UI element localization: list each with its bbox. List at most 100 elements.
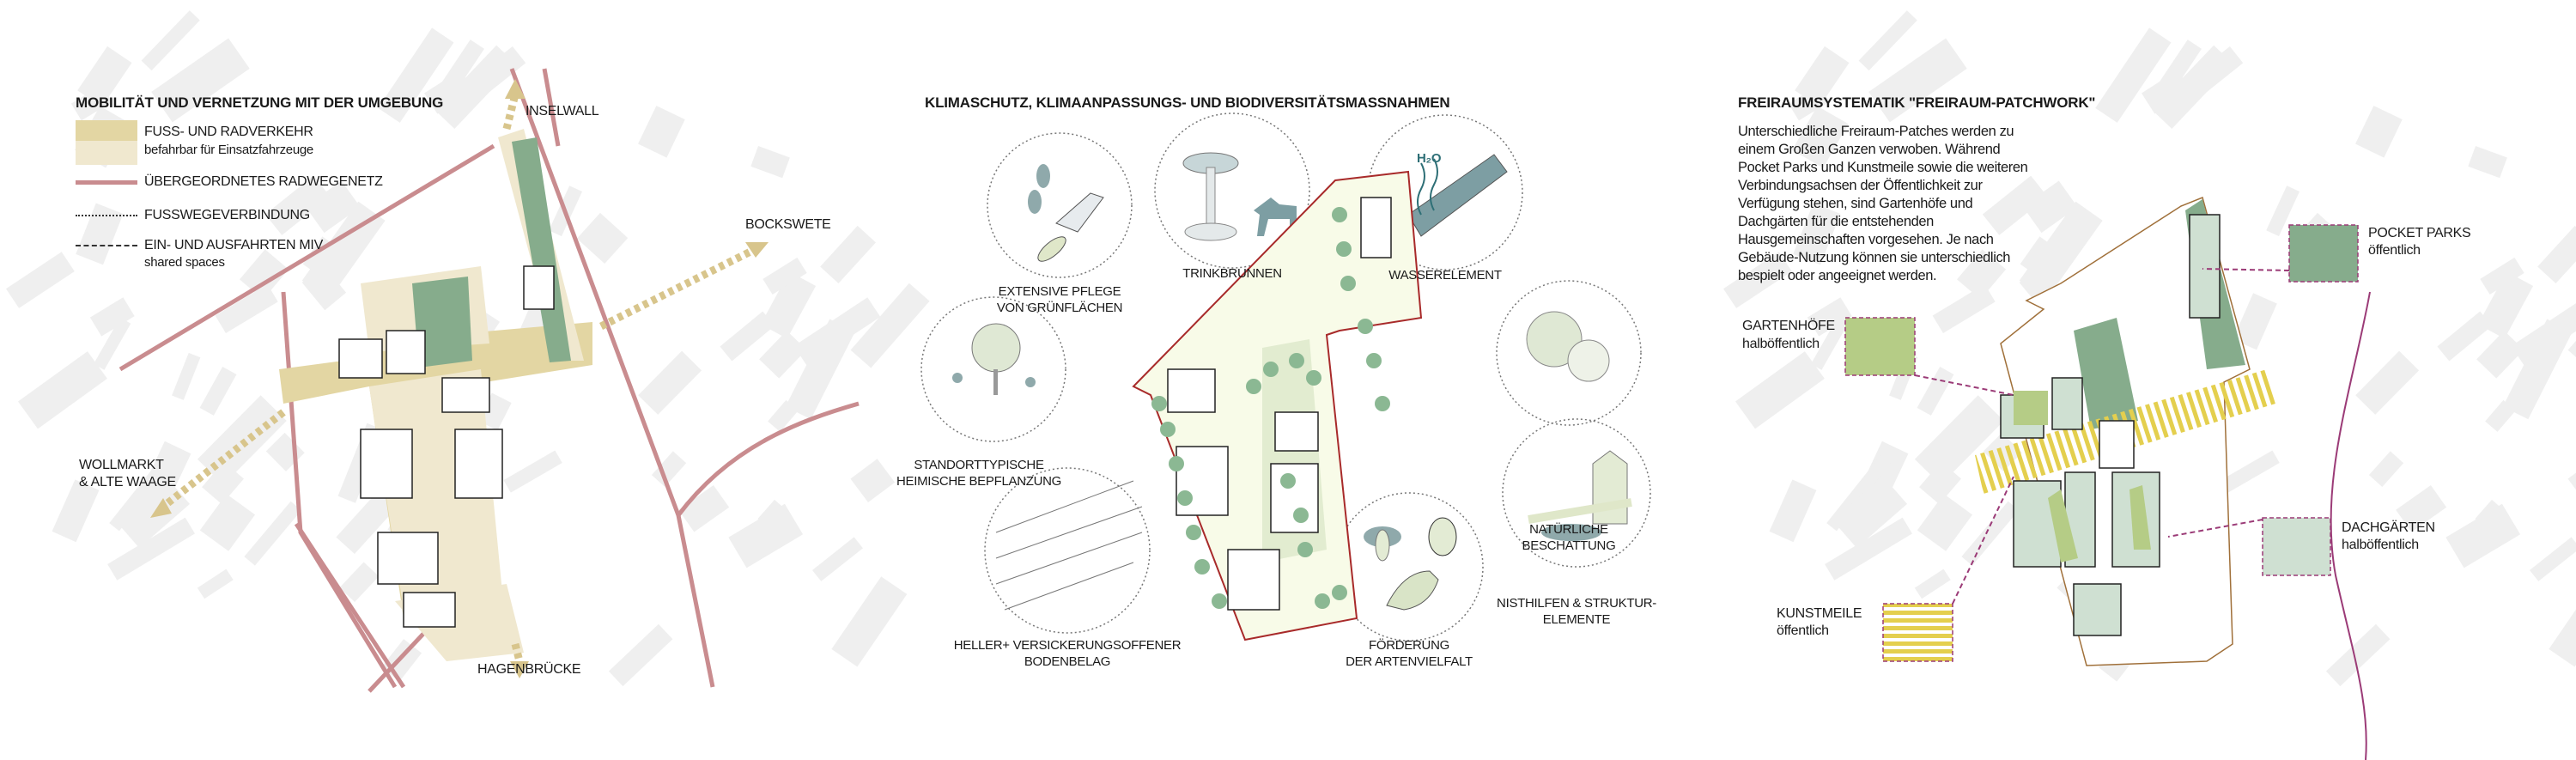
surrounding-building <box>1832 476 1908 549</box>
icon-plants-tools <box>1028 164 1104 262</box>
tree <box>1306 370 1321 386</box>
legend-swatch-vehicle-access <box>76 245 137 246</box>
surrounding-building <box>2368 451 2404 487</box>
circle-biodiversity <box>1334 492 1484 641</box>
surrounding-building <box>678 484 730 532</box>
surrounding-building <box>2549 576 2576 667</box>
legend-swatch-emergency-access <box>76 141 137 165</box>
surrounding-building <box>2437 311 2493 362</box>
caption-native-planting-2: HEIMISCHE BEPFLANZUNG <box>896 474 1062 489</box>
surrounding-building <box>240 249 289 300</box>
icon-paving-pattern <box>995 480 1143 611</box>
icon-insect-hotel <box>1528 450 1632 541</box>
caption-nesting-aids-2: ELEMENTE <box>1542 612 1611 627</box>
surrounding-building <box>441 40 484 92</box>
surrounding-building <box>199 366 237 416</box>
caption-permeable-paving-2: BODENBELAG <box>1024 654 1111 669</box>
surrounding-building <box>197 568 234 599</box>
surrounding-building <box>70 84 112 121</box>
h2o-label: H₂O <box>1417 151 1442 166</box>
legend-swatch-bike-network <box>76 180 137 185</box>
surrounding-building <box>107 517 195 581</box>
surrounding-building <box>76 203 124 265</box>
surrounding-building <box>638 106 685 158</box>
circle-nesting-aids <box>1502 418 1651 568</box>
surrounding-building <box>768 399 799 432</box>
patchwork-title: FREIRAUMSYSTEMATIK "FREIRAUM-PATCHWORK" <box>1738 94 2096 111</box>
legend-swatch-footpath <box>76 215 137 216</box>
surrounding-building <box>339 562 380 603</box>
surrounding-building <box>18 351 107 429</box>
caption-natural-shade-1: NATÜRLICHE <box>1529 522 1608 537</box>
arrow-heads <box>150 79 769 678</box>
tree <box>1336 241 1352 257</box>
surrounding-building <box>2181 50 2231 105</box>
surrounding-building <box>2477 271 2534 339</box>
building-blocks <box>338 265 555 628</box>
surrounding-building <box>115 476 191 549</box>
tree <box>1358 319 1373 334</box>
surrounding-building <box>759 331 807 379</box>
tree <box>1212 593 1227 609</box>
surrounding-building <box>1792 106 1849 168</box>
building-block <box>2099 420 2135 469</box>
legend-label-pocket-parks: POCKET PARKS <box>2368 226 2471 240</box>
legend-swatch-pocket-parks <box>2288 224 2359 283</box>
surrounding-building <box>831 576 908 667</box>
surrounding-building <box>2266 185 2300 237</box>
surrounding-building <box>850 459 896 503</box>
place-label-wollmarkt: WOLLMARKT <box>79 458 164 472</box>
tree <box>1186 525 1201 540</box>
dog-icon <box>1254 198 1297 236</box>
caption-permeable-paving-1: HELLER+ VERSICKERUNGSOFFENER <box>953 638 1182 653</box>
legend-label-kunstmeile: KUNSTMEILE <box>1777 606 1862 621</box>
pocket-park-central <box>2074 318 2138 429</box>
icon-water-element <box>1407 154 1508 237</box>
surrounding-building <box>1788 84 1830 121</box>
surrounding-building <box>52 479 100 543</box>
surrounding-building <box>2019 201 2103 300</box>
surrounding-building <box>378 27 454 123</box>
icon-drinking-fountain <box>1182 152 1297 241</box>
surrounding-building <box>2445 503 2521 568</box>
pocket-park-central <box>412 277 472 368</box>
circle-natural-shade <box>1496 280 1642 426</box>
tree <box>1332 585 1347 600</box>
tree <box>1293 508 1309 523</box>
legend-label-footpath: FUSSWEGEVERBINDUNG <box>144 208 310 222</box>
caption-nesting-aids-1: NISTHILFEN & STRUKTUR- <box>1497 596 1656 611</box>
surrounding-building <box>2325 623 2391 687</box>
climate-title: KLIMASCHUTZ, KLIMAANPASSUNGS- UND BIODIV… <box>925 94 1450 111</box>
tree <box>1332 207 1347 222</box>
legend-label-dachgaerten: DACHGÄRTEN <box>2342 520 2435 535</box>
surrounding-building <box>2355 350 2420 415</box>
legend-sublabel-vehicle-access: shared spaces <box>144 255 225 270</box>
caption-natural-shade-2: BESCHATTUNG <box>1522 538 1616 553</box>
site-plan-green <box>1132 170 1423 641</box>
legend-label-bike-network: ÜBERGEORDNETES RADWEGENETZ <box>144 174 383 189</box>
garden-courts <box>2014 391 2151 562</box>
caption-biodiversity-1: FÖRDERUNG <box>1369 638 1449 653</box>
surrounding-building <box>199 494 256 551</box>
surrounding-building <box>728 503 804 568</box>
tree <box>1194 559 1210 575</box>
river-line <box>2330 291 2371 760</box>
surrounding-building <box>1982 175 2048 235</box>
legend-label-foot-bike: FUSS- UND RADVERKEHR <box>144 125 313 139</box>
surrounding-building <box>762 257 807 295</box>
tree <box>1280 473 1296 489</box>
tree <box>1246 379 1261 394</box>
surrounding-building <box>1914 395 2004 485</box>
tree <box>1263 362 1279 377</box>
surrounding-building <box>6 252 75 308</box>
surrounding-building <box>301 201 386 300</box>
circle-drinking-fountain <box>1154 112 1310 269</box>
surrounding-building <box>1735 351 1825 429</box>
surrounding-building <box>576 212 629 264</box>
legend-label-gartenhoefe: GARTENHÖFE <box>1742 319 1835 333</box>
surrounding-building <box>2095 27 2172 123</box>
caption-native-planting-1: STANDORTTYPISCHE <box>914 458 1044 472</box>
pocket-park-north <box>512 137 571 362</box>
surrounding-building <box>1723 252 1792 308</box>
